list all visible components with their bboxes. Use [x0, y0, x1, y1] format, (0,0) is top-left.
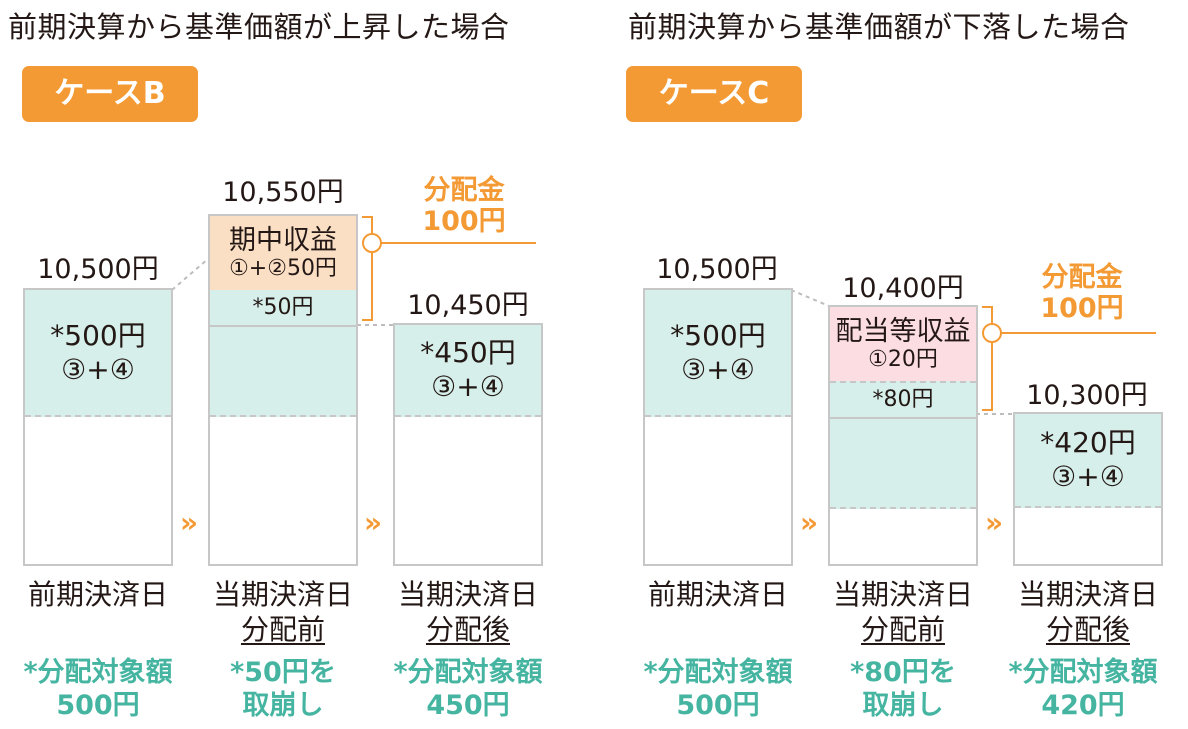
bar-note: *80円を 取崩し	[798, 656, 1008, 722]
segment-line: *80円	[872, 387, 934, 413]
segment-line: 期中収益	[229, 224, 337, 256]
bar-current-after: *450円 ③+④	[393, 323, 543, 566]
date-label-line: 分配前	[860, 613, 945, 646]
income-segment: 期中収益 ①+②50円	[210, 216, 356, 290]
distributable-segment: *500円 ③+④	[645, 290, 791, 417]
bar-total: 10,300円	[1026, 380, 1148, 411]
date-label-line: 前期決済日	[647, 578, 788, 611]
drawdown-segment: *80円	[830, 381, 976, 419]
note-line: *分配対象額	[1008, 657, 1158, 688]
note-line: *50円を	[230, 657, 336, 688]
note-line: *分配対象額	[393, 657, 543, 688]
note-line: 500円	[56, 690, 140, 721]
segment-line: *420円	[1040, 426, 1136, 460]
guide-line	[790, 289, 830, 307]
segment-line: ③+④	[1051, 460, 1125, 493]
bar-current-after: *420円 ③+④	[1013, 412, 1163, 566]
date-label-line: 当期決済日	[1017, 578, 1158, 611]
distribution-bracket	[362, 216, 373, 321]
bar-note: *50円を 取崩し	[178, 656, 388, 722]
bar-previous-settlement: *500円 ③+④	[643, 288, 793, 566]
remaining-segment	[830, 419, 976, 509]
bar-note: *分配対象額 500円	[0, 656, 203, 722]
segment-line: *50円	[252, 294, 314, 320]
date-label-line: 分配前	[240, 613, 325, 646]
note-line: *分配対象額	[643, 657, 793, 688]
date-label-line: 当期決済日	[832, 578, 973, 611]
distribution-amount: 100円	[1040, 293, 1124, 324]
bar-current-before: 配当等収益 ①20円 *80円	[828, 305, 978, 566]
drawdown-segment: *50円	[210, 290, 356, 327]
bar-total: 10,450円	[407, 290, 529, 321]
distribution-bracket	[982, 306, 993, 411]
bar-note: *分配対象額 500円	[613, 656, 823, 722]
bar-total: 10,550円	[222, 177, 344, 208]
note-line: *分配対象額	[23, 657, 173, 688]
bracket-node	[362, 233, 382, 253]
bar-current-before: 期中収益 ①+②50円 *50円	[208, 214, 358, 566]
segment-line: *500円	[670, 318, 766, 352]
note-line: 500円	[676, 690, 760, 721]
bar-total: 10,500円	[656, 254, 778, 285]
date-label: 当期決済日 分配後	[988, 577, 1188, 647]
segment-line: *450円	[420, 336, 516, 370]
distributable-segment: *500円 ③+④	[25, 290, 171, 417]
bar-previous-settlement: *500円 ③+④	[23, 288, 173, 566]
date-label: 当期決済日 分配後	[368, 577, 568, 647]
case-c-heading: 前期決算から基準価額が下落した場合	[628, 10, 1130, 44]
case-b-badge: ケースB	[22, 66, 198, 122]
next-arrow-icon: »	[985, 506, 1004, 539]
segment-line: ①20円	[868, 346, 938, 372]
segment-line: ③+④	[431, 370, 505, 403]
date-label-line: 当期決済日	[397, 578, 538, 611]
note-line: 取崩し	[862, 690, 944, 721]
distributable-segment: *420円 ③+④	[1015, 414, 1161, 508]
case-b-heading: 前期決算から基準価額が上昇した場合	[8, 10, 510, 44]
segment-line: ③+④	[61, 352, 135, 386]
distribution-label: 分配金	[1041, 262, 1123, 293]
segment-line: ①+②50円	[229, 255, 337, 281]
distribution-amount: 100円	[422, 206, 506, 237]
distribution-label: 分配金	[423, 175, 505, 206]
segment-line: ③+④	[681, 352, 755, 386]
date-label-line: 分配後	[1045, 613, 1130, 646]
bar-note: *分配対象額 420円	[978, 656, 1188, 722]
segment-line: *500円	[50, 318, 146, 352]
date-label: 当期決済日 分配前	[183, 577, 383, 647]
next-arrow-icon: »	[180, 506, 199, 539]
bar-total: 10,400円	[842, 273, 964, 304]
note-line: 450円	[426, 690, 510, 721]
date-label: 前期決済日	[0, 577, 198, 612]
guide-line	[171, 257, 210, 291]
income-segment: 配当等収益 ①20円	[830, 307, 976, 381]
date-label-line: 当期決済日	[212, 578, 353, 611]
bar-note: *分配対象額 450円	[363, 656, 573, 722]
segment-line: 配当等収益	[835, 315, 971, 347]
bar-total: 10,500円	[37, 254, 159, 285]
bracket-node	[982, 323, 1002, 343]
date-label: 当期決済日 分配前	[803, 577, 1003, 647]
remaining-segment	[210, 327, 356, 417]
case-c-badge: ケースC	[626, 66, 802, 122]
date-label-line: 前期決済日	[27, 578, 168, 611]
case-c-distribution: 分配金 100円	[1012, 262, 1152, 324]
note-line: 420円	[1041, 690, 1125, 721]
distributable-segment: *450円 ③+④	[395, 325, 541, 417]
case-b-distribution: 分配金 100円	[394, 175, 534, 237]
note-line: *80円を	[850, 657, 956, 688]
date-label-line: 分配後	[425, 613, 510, 646]
note-line: 取崩し	[242, 690, 324, 721]
date-label: 前期決済日	[618, 577, 818, 612]
next-arrow-icon: »	[800, 506, 819, 539]
next-arrow-icon: »	[364, 506, 383, 539]
